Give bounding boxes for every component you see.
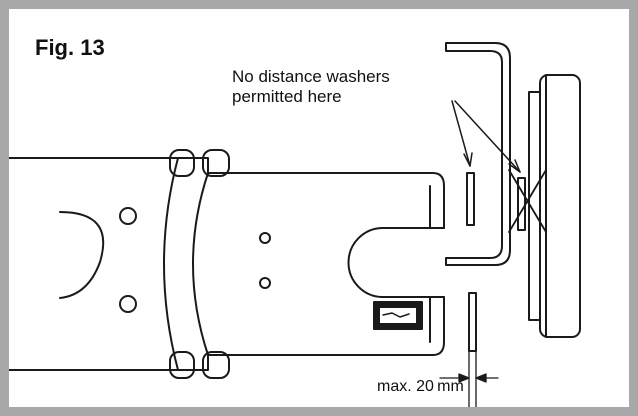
mounting-holes <box>119 207 271 313</box>
label-plate <box>373 301 423 330</box>
washer-positions <box>466 172 526 352</box>
prohibited-cross <box>508 169 547 233</box>
rail-arm <box>9 157 445 371</box>
callout-line-2: permitted here <box>232 87 342 106</box>
callout-arrows <box>451 100 521 173</box>
wall-plate <box>528 74 581 338</box>
figure-title: Fig. 13 <box>35 35 105 60</box>
callout-note: No distance washers permitted here <box>232 67 390 107</box>
rollers <box>169 149 230 379</box>
dimension-lines <box>439 350 499 407</box>
callout-line-1: No distance washers <box>232 67 390 86</box>
dimension-label: max. 20 mm <box>377 378 464 395</box>
technical-drawing <box>9 42 581 407</box>
mounting-bracket <box>445 42 511 266</box>
